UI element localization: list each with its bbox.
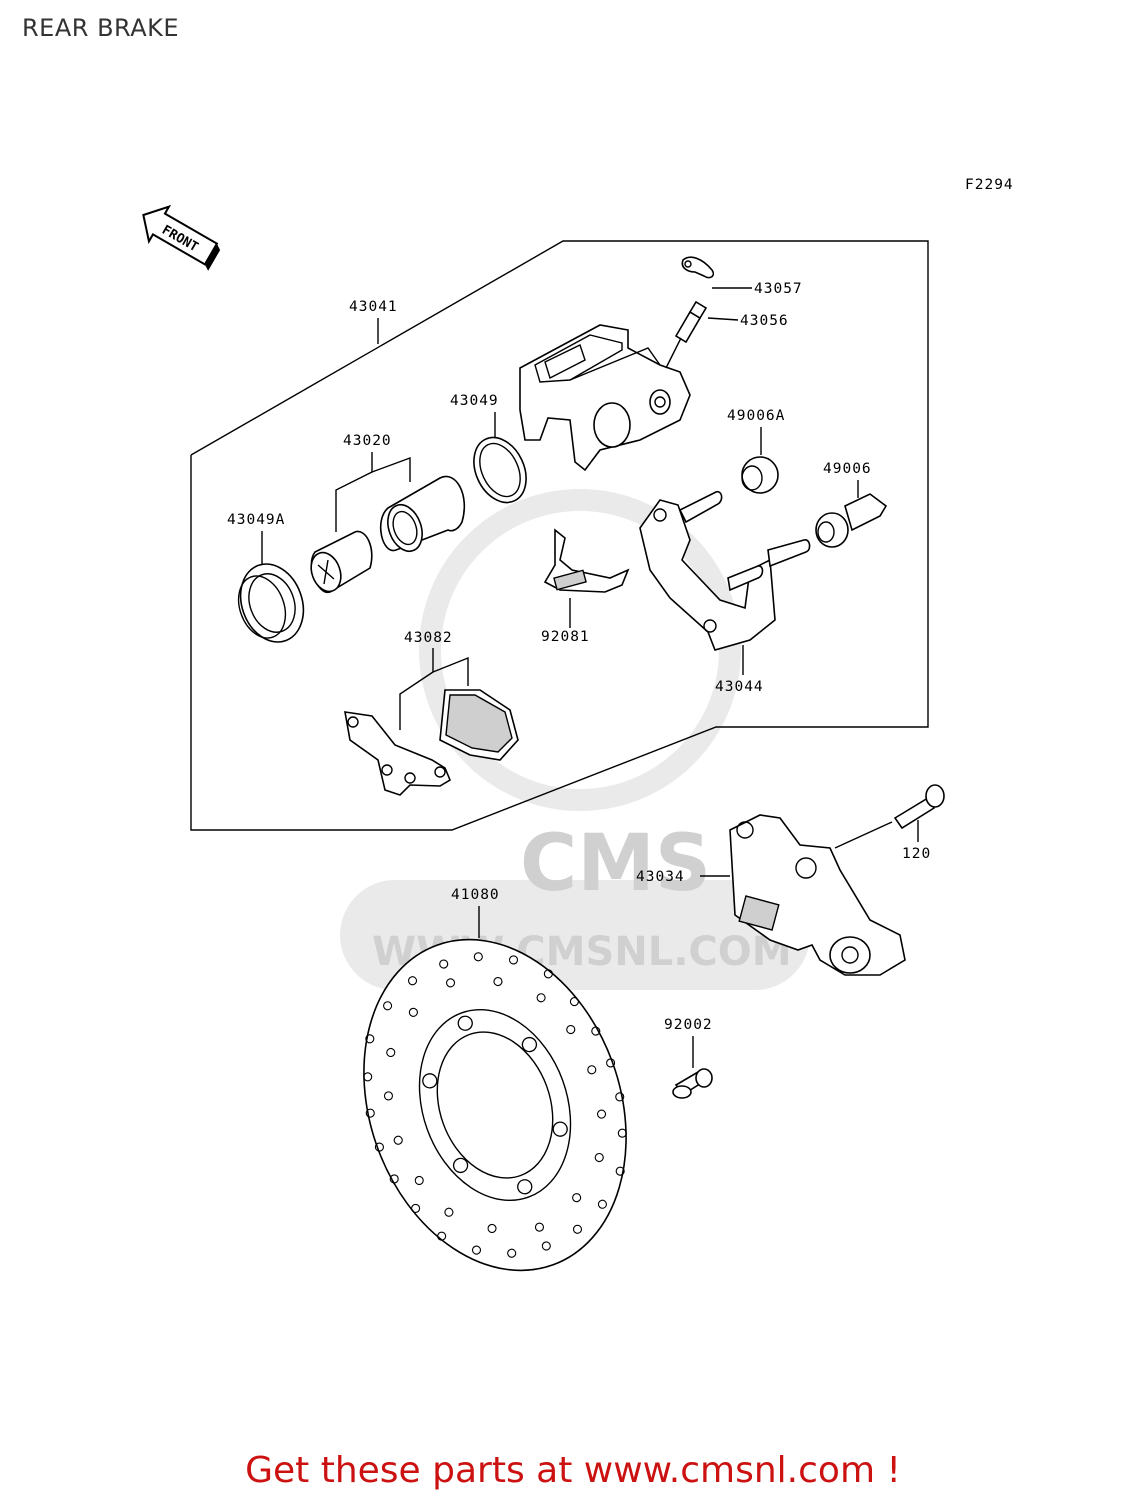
caliper-body — [519, 324, 691, 472]
parts-diagram: CMS WWW.CMSNL.COM F2294 FRONT 43041 4305… — [142, 177, 1014, 1272]
disc-bolt — [672, 1068, 713, 1099]
piston-large — [379, 475, 466, 553]
label-43041: 43041 — [349, 299, 398, 315]
figure-code: F2294 — [965, 177, 1014, 193]
page-title: REAR BRAKE — [22, 14, 180, 42]
label-49006: 49006 — [823, 461, 872, 477]
watermark-logo: CMS — [520, 819, 711, 909]
bleed-valve — [665, 300, 708, 369]
label-43056: 43056 — [740, 313, 789, 329]
label-43057: 43057 — [754, 281, 803, 297]
piston-seal — [473, 436, 527, 504]
label-92002: 92002 — [664, 1017, 713, 1033]
label-43049: 43049 — [450, 393, 499, 409]
boot — [815, 493, 888, 548]
label-43044: 43044 — [715, 679, 764, 695]
label-120: 120 — [902, 846, 931, 862]
label-41080: 41080 — [451, 887, 500, 903]
piston-small — [310, 530, 373, 593]
label-43020: 43020 — [343, 433, 392, 449]
promo-link[interactable]: Get these parts at www.cmsnl.com ! — [245, 1450, 901, 1491]
brake-disc — [363, 938, 627, 1272]
bolt-120 — [893, 784, 945, 830]
caliper-bracket — [729, 814, 906, 976]
boot-a — [741, 456, 779, 494]
caliper-holder — [639, 490, 811, 651]
pad-spring — [543, 528, 630, 593]
brake-pad-backing — [344, 711, 452, 796]
dust-seal — [237, 563, 305, 643]
label-43034: 43034 — [636, 869, 685, 885]
label-43049A: 43049A — [227, 512, 285, 528]
bleed-cap — [681, 256, 715, 279]
label-43082: 43082 — [404, 630, 453, 646]
label-49006A: 49006A — [727, 408, 785, 424]
brake-pad-inner — [439, 689, 519, 761]
assembly-outline — [190, 240, 929, 831]
front-arrow-icon: FRONT — [142, 204, 221, 271]
label-92081: 92081 — [541, 629, 590, 645]
